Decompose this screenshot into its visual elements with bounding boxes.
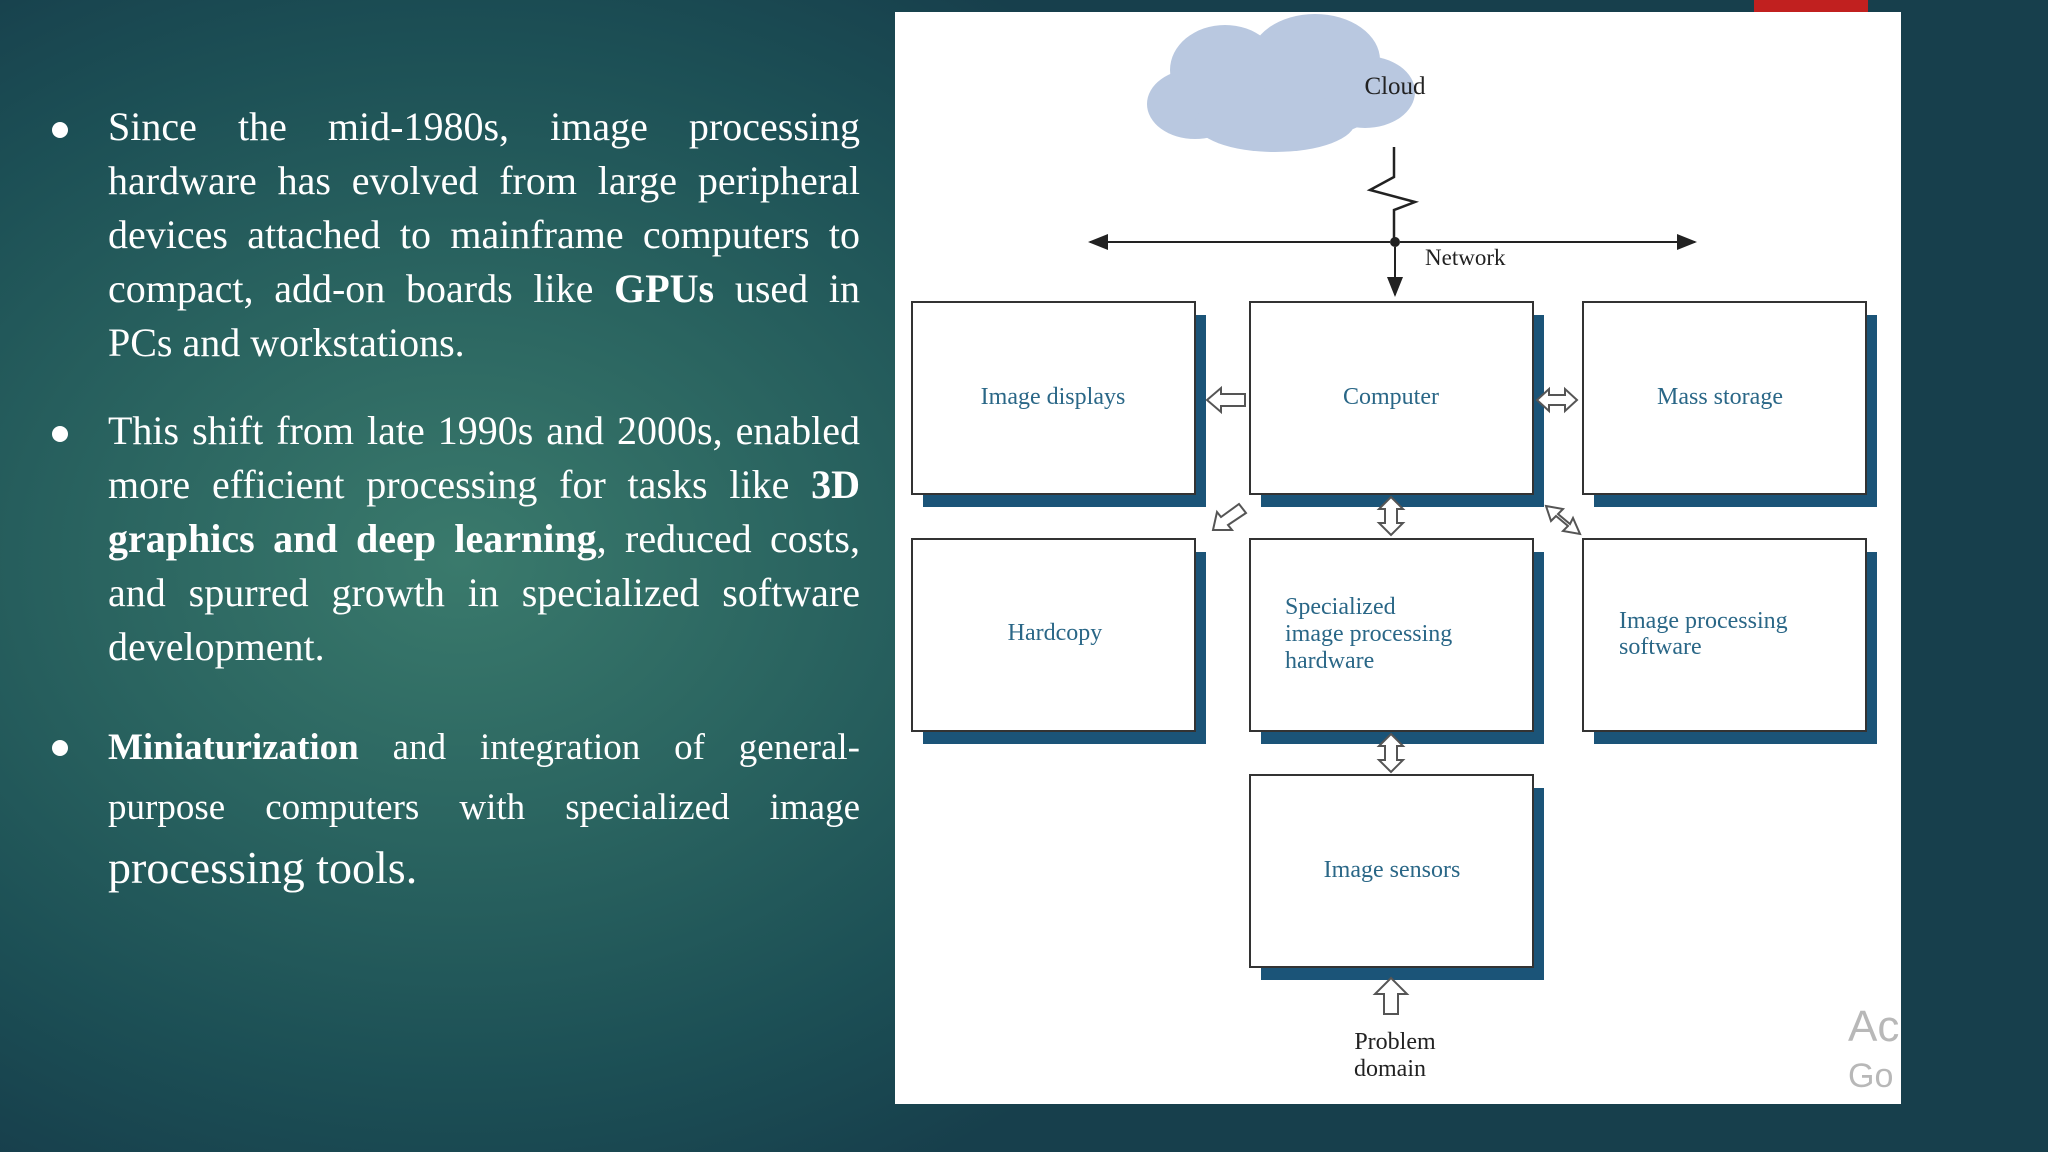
- box-mass-storage: Mass storage: [1582, 301, 1877, 507]
- box-label: Image processing: [1619, 608, 1788, 634]
- arrow-diagonal-bidirectional-icon: [1544, 504, 1582, 536]
- box-label: Hardcopy: [1008, 620, 1103, 646]
- bullet-item: Since the mid-1980s, image processing ha…: [40, 100, 860, 370]
- box-image-displays: Image displays: [911, 301, 1206, 507]
- box-computer: Computer: [1249, 301, 1544, 507]
- box-label: Mass storage: [1657, 384, 1783, 410]
- bullet-bold-text: 3D graphics and deep learning: [108, 462, 860, 561]
- arrow-up-icon: [1372, 976, 1410, 1015]
- slide-text: Since the mid-1980s, image processing ha…: [40, 100, 860, 936]
- box-hardcopy: Hardcopy: [911, 538, 1206, 744]
- bullet-item: This shift from late 1990s and 2000s, en…: [40, 404, 860, 674]
- box-specialized-hardware: Specialized image processing hardware: [1249, 538, 1544, 744]
- activation-watermark: Ac: [1848, 1002, 1900, 1051]
- box-label: Image sensors: [1324, 857, 1461, 883]
- bullet-text-large: processing tools.: [108, 842, 418, 893]
- bullet-dot-icon: [52, 122, 68, 138]
- bullet-text: This shift from late 1990s and 2000s, en…: [108, 408, 860, 507]
- bullet-dot-icon: [52, 740, 68, 756]
- arrow-vertical-bidirectional-icon: [1376, 732, 1406, 774]
- bullet-bold-text: Miniaturization: [108, 727, 359, 768]
- cloud-label: Cloud: [1364, 73, 1426, 100]
- bullet-text: and integration of general-purpose compu…: [108, 727, 860, 828]
- arrow-vertical-bidirectional-icon: [1376, 495, 1406, 537]
- accent-tab: [1754, 0, 1868, 12]
- box-label: Specialized: [1285, 594, 1396, 620]
- cloud-icon: [1147, 14, 1415, 152]
- arrow-diagonal-icon: [1211, 502, 1248, 531]
- box-label: image processing: [1285, 621, 1452, 647]
- problem-domain-label: domain: [1354, 1056, 1426, 1082]
- problem-domain-label: Problem: [1354, 1029, 1436, 1055]
- bullet-text: used in PCs and workstations.: [108, 266, 861, 365]
- network-label: Network: [1425, 245, 1506, 270]
- box-label: Image displays: [981, 384, 1126, 410]
- box-image-sensors: Image sensors: [1249, 774, 1544, 980]
- figure-panel: Cloud Network Image displays Computer Ma…: [895, 12, 1901, 1104]
- box-label: Computer: [1343, 384, 1439, 410]
- bullet-text: Since the mid-1980s, image processing ha…: [108, 104, 860, 311]
- arrow-left-icon: [1205, 385, 1246, 415]
- bullet-bold-text: GPUs: [614, 266, 715, 311]
- box-label: hardware: [1285, 648, 1374, 674]
- bullet-item: Miniaturization and integration of gener…: [40, 718, 860, 902]
- wireless-link-icon: [1366, 147, 1420, 238]
- bullet-dot-icon: [52, 426, 68, 442]
- arrow-bidirectional-icon: [1535, 386, 1579, 414]
- network-node-icon: [1390, 237, 1400, 247]
- box-image-processing-software: Image processing software: [1582, 538, 1877, 744]
- activation-watermark: Go: [1848, 1057, 1894, 1095]
- bullet-text: , reduced costs, and spurred growth in s…: [108, 516, 860, 669]
- box-label: software: [1619, 634, 1702, 660]
- system-diagram: Cloud Network Image displays Computer Ma…: [911, 14, 1877, 1082]
